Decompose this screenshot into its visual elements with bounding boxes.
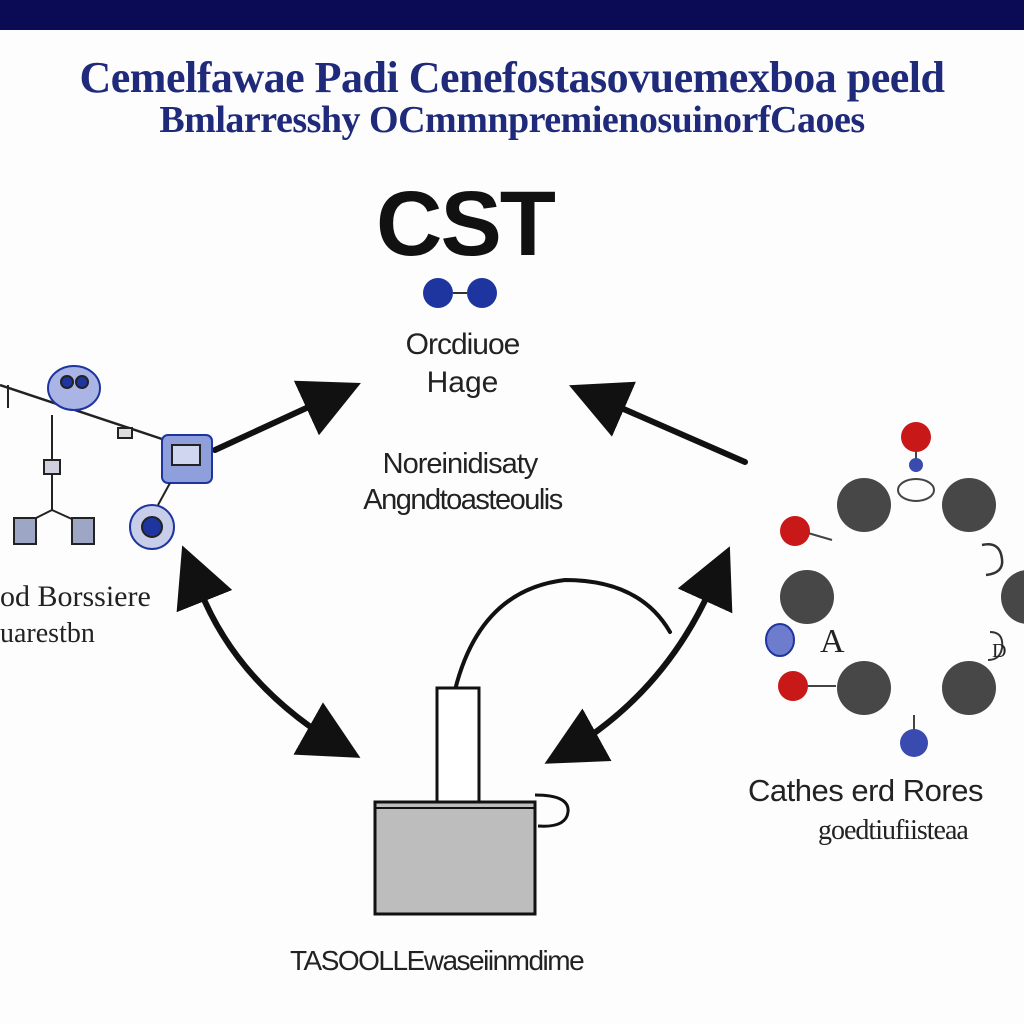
- ring-node: [780, 570, 834, 624]
- title-line-1: Cemelfawae Padi Cenefostasovuemexboa pee…: [79, 53, 945, 102]
- arrow-left-bottom: [176, 545, 361, 758]
- red-atom: [778, 671, 808, 701]
- cst-logo: CST: [376, 173, 556, 275]
- blue-atom: [909, 458, 923, 472]
- ring-node: [942, 661, 996, 715]
- red-atom: [901, 422, 931, 452]
- header-bar: [0, 0, 1024, 30]
- center-label-1: Orcdiuoe: [405, 328, 521, 361]
- left-label-2: uarestbn: [0, 618, 95, 649]
- title-line-2: Bmlarresshy OCmmnpremienosuinorfCaoes: [159, 99, 865, 141]
- left-label-1: od Borssiere: [0, 580, 151, 613]
- ring-node: [942, 478, 996, 532]
- node-letter-d: D: [992, 640, 1006, 662]
- center-caption-1: Noreinidisaty: [382, 448, 539, 480]
- center-caption-2: Angndtoasteoulis: [363, 484, 563, 516]
- bottom-device: [373, 686, 570, 916]
- logo-dots: [423, 278, 497, 308]
- right-label-2: goedtiufiisteaa: [818, 815, 969, 846]
- ring-node: [1001, 570, 1024, 624]
- bottom-label: TASOOLLEwaseiinmdime: [290, 945, 585, 976]
- arrow-left-to-center: [212, 380, 361, 453]
- cable-arc: [453, 577, 672, 692]
- red-atom: [780, 516, 810, 546]
- ring-node: [837, 661, 891, 715]
- ring-node: [837, 478, 891, 532]
- blue-atom: [765, 623, 795, 657]
- arrow-right-to-center: [569, 381, 748, 465]
- arrows: [176, 380, 748, 764]
- node-letter-a: A: [820, 623, 845, 660]
- center-label-2: Hage: [426, 366, 499, 399]
- blue-atom: [900, 729, 928, 757]
- right-node-ring: A D: [765, 422, 1024, 757]
- arrow-right-bottom: [544, 546, 733, 764]
- right-label-1: Cathes erd Rores: [748, 773, 983, 808]
- left-apparatus: [0, 365, 213, 550]
